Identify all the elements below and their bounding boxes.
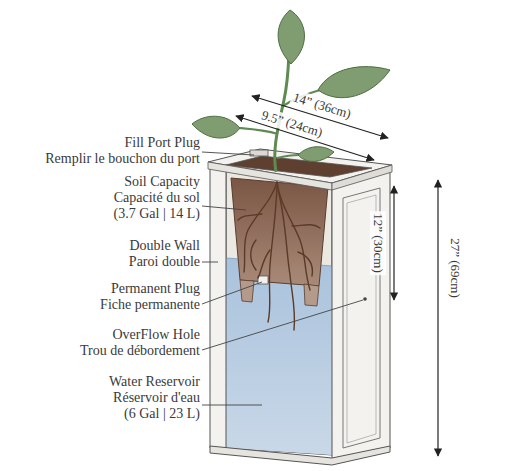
callout-label: Soil Capacity	[124, 174, 200, 190]
interior-wall	[226, 167, 332, 455]
plant	[192, 10, 390, 172]
base-rim	[210, 446, 390, 465]
roots	[238, 182, 320, 330]
dimension-label: 12” (30cm)	[370, 211, 386, 275]
callout-label: Capacité du sol	[114, 190, 200, 206]
callout-label: Water Reservoir	[109, 374, 200, 390]
callout-label: Permanent Plug	[111, 281, 200, 297]
planter-side	[332, 166, 390, 460]
dimension-label: 27” (69cm)	[447, 236, 463, 300]
callout-label: Double Wall	[129, 238, 200, 254]
dimension-lines	[236, 96, 438, 456]
callout-label: (3.7 Gal | 14 L)	[114, 206, 200, 222]
double-wall	[210, 163, 226, 452]
callout-label: Fiche permanente	[100, 297, 200, 313]
leader-lines	[202, 152, 363, 405]
rim-front	[208, 162, 332, 190]
callout-label: (6 Gal | 23 L)	[124, 406, 200, 422]
overflow-hole	[363, 297, 367, 301]
wick-leg	[304, 284, 319, 306]
callout-label: Fill Port Plug	[125, 135, 200, 151]
callout-label: Réservoir d'eau	[113, 390, 200, 406]
callout-label: OverFlow Hole	[113, 327, 201, 343]
wick-leg	[240, 280, 254, 302]
callout-label: Paroi double	[129, 254, 200, 270]
rim-side	[332, 165, 392, 190]
water-reservoir	[226, 258, 332, 455]
callout-label: Trou de débordement	[80, 343, 200, 359]
callout-label: Remplir le bouchon du port	[45, 151, 200, 167]
